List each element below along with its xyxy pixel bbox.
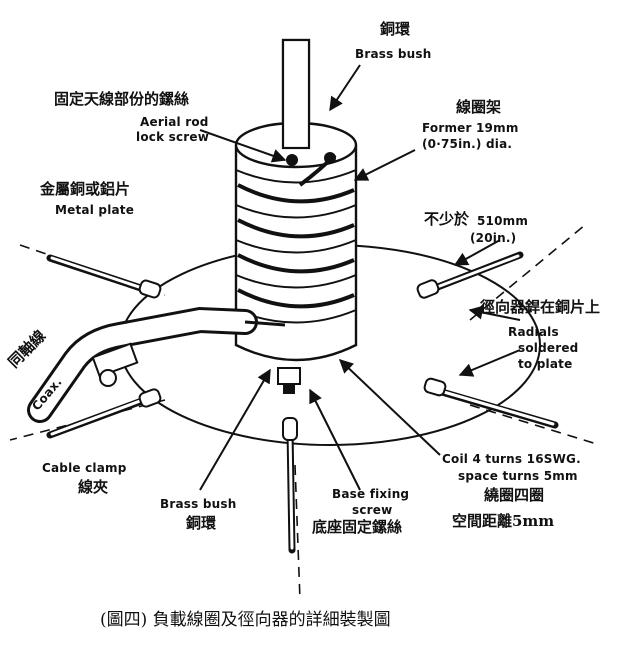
radial-tip (138, 279, 447, 441)
lock-screw-label-cn: 固定天線部份的鏍絲 (54, 90, 190, 108)
base-screw-label-en-2: screw (352, 503, 393, 517)
coil-label-en-1: Coil 4 turns 16SWG. (442, 452, 581, 466)
length-label-en-1: 510mm (477, 214, 529, 228)
metal-plate-label-cn: 金屬銅或鋁片 (40, 180, 131, 198)
figure-caption: (圖四) 負載線圈及徑向器的詳細裝製圖 (100, 610, 391, 630)
cable-clamp (99, 369, 117, 387)
brass-bush-bottom-label-en: Brass bush (160, 497, 237, 511)
lock-screw (286, 152, 336, 166)
coil-label-en-2: space turns 5mm (458, 469, 578, 483)
base-bush (277, 367, 301, 385)
radial-rod-inner (50, 254, 555, 550)
lock-screw-label-en-1: Aerial rod (140, 115, 209, 129)
former-label-cn: 線圈架 (456, 98, 502, 116)
radials-label-en-3: to plate (518, 357, 573, 371)
cable-clamp-label-en: Cable clamp (42, 461, 127, 475)
base-screw-label-en-1: Base fixing (332, 487, 410, 501)
former-label-en-2: (0·75in.) dia. (422, 137, 513, 151)
cable-clamp-label-cn: 線夾 (78, 478, 109, 496)
coil-label-cn-2: 空間距離5mm (452, 512, 555, 530)
metal-plate-label-en: Metal plate (55, 203, 135, 217)
brass-bush-top-label-cn: 銅環 (380, 20, 411, 38)
base-fixing-screw (283, 384, 295, 394)
aerial-rod-top (281, 38, 311, 150)
former-label-en-1: Former 19mm (422, 121, 519, 135)
coax-cable (27, 306, 286, 423)
length-label-cn: 不少於 (424, 210, 470, 228)
radials-label-en-1: Radials (508, 325, 559, 339)
lock-screw-label-en-2: lock screw (136, 130, 210, 144)
leader-lines (199, 64, 521, 491)
length-label-en-2: (20in.) (470, 231, 517, 245)
radials-label-cn: 徑向器銲在銅片上 (480, 298, 601, 316)
brass-bush-top-label-en: Brass bush (355, 47, 432, 61)
base-screw-label-cn: 底座固定鏍絲 (312, 518, 403, 536)
radials-label-en-2: soldered (518, 341, 579, 355)
coil-label-cn-1: 繞圈四圈 (484, 486, 545, 504)
brass-bush-bottom-label-cn: 銅環 (186, 514, 217, 532)
